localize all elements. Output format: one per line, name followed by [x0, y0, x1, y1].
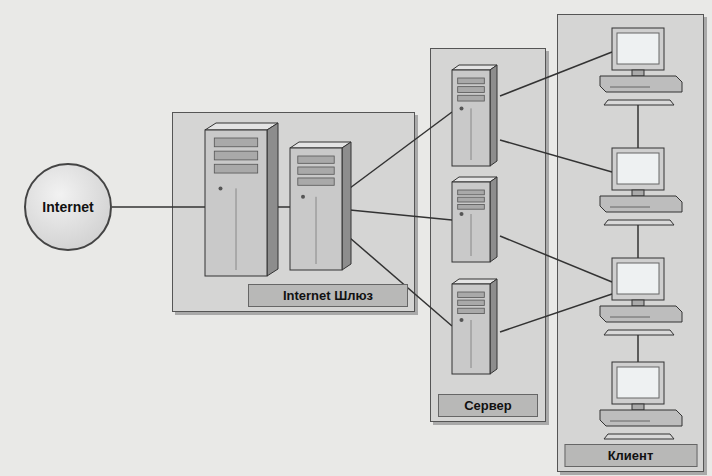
monitor-stand	[632, 190, 644, 196]
screen	[617, 153, 659, 184]
monitor	[612, 258, 664, 300]
panel-label: Клиент	[564, 444, 697, 467]
server-tower	[452, 65, 497, 166]
network-wire	[500, 140, 612, 172]
drive-bay	[458, 78, 485, 84]
case-front	[452, 284, 490, 374]
monitor	[612, 148, 664, 190]
monitor-stand	[632, 70, 644, 76]
network-wire	[637, 225, 639, 258]
network-wire	[637, 335, 639, 362]
power-button	[460, 318, 464, 322]
drive-slot	[610, 87, 650, 88]
case-side	[490, 65, 497, 166]
server-tower	[452, 279, 497, 374]
drive-bay	[458, 95, 485, 101]
case-front	[452, 70, 490, 166]
drive-slot	[610, 207, 650, 208]
power-button	[301, 195, 305, 199]
desktop-case	[600, 306, 682, 322]
network-wire	[350, 238, 452, 326]
case-top	[205, 123, 278, 130]
case-side	[490, 177, 497, 262]
internet-circle: Internet	[24, 163, 112, 251]
case-top	[290, 142, 351, 148]
power-button	[460, 212, 464, 216]
network-wire	[278, 206, 290, 208]
client-computer	[600, 362, 682, 439]
drive-bay	[214, 151, 257, 160]
case-side	[267, 123, 278, 276]
drive-slot	[610, 317, 650, 318]
drive-bay	[214, 138, 257, 147]
panel-label: Сервер	[438, 394, 538, 417]
client-computer	[600, 148, 682, 225]
monitor-stand	[632, 300, 644, 306]
case-side	[490, 279, 497, 374]
panel-label: Internet Шлюз	[248, 284, 408, 307]
drive-slot	[610, 421, 650, 422]
case-side	[342, 142, 351, 270]
panel-seam	[236, 188, 237, 270]
screen	[617, 263, 659, 294]
gateway-server	[290, 142, 351, 270]
drive-bay	[458, 308, 485, 313]
case-front	[290, 148, 342, 270]
panel-seam	[471, 214, 472, 256]
panel-seam	[316, 197, 317, 264]
power-button	[460, 106, 464, 110]
screen	[617, 33, 659, 64]
network-wire	[500, 236, 612, 282]
server-tower	[452, 177, 497, 262]
drive-bay	[458, 197, 485, 202]
network-wire	[500, 52, 612, 96]
drive-bay	[458, 292, 485, 297]
drive-bay	[298, 167, 334, 174]
panel-seam	[471, 108, 472, 160]
desktop-case	[600, 196, 682, 212]
network-link	[112, 206, 172, 208]
power-button	[219, 186, 223, 190]
client-computer	[600, 258, 682, 335]
drive-bay	[298, 156, 334, 163]
node-label: Internet	[42, 199, 93, 215]
keyboard	[604, 100, 674, 105]
keyboard	[604, 434, 674, 439]
drive-bay	[458, 190, 485, 195]
desktop-case	[600, 76, 682, 92]
desktop-case	[600, 410, 682, 426]
drive-bay	[298, 178, 334, 185]
monitor-stand	[632, 404, 644, 410]
network-wire	[350, 210, 452, 220]
keyboard	[604, 220, 674, 225]
drive-bay	[458, 204, 485, 209]
drive-bay	[458, 87, 485, 93]
case-front	[452, 182, 490, 262]
network-wire	[637, 105, 639, 148]
panel-seam	[471, 320, 472, 368]
monitor	[612, 28, 664, 70]
network-wire	[500, 294, 612, 332]
monitor	[612, 362, 664, 404]
client-computer	[600, 28, 682, 105]
drive-bay	[458, 300, 485, 305]
keyboard	[604, 330, 674, 335]
network-wire	[350, 112, 452, 188]
drive-bay	[214, 164, 257, 173]
network-wire	[172, 206, 205, 208]
gateway-server	[205, 123, 278, 276]
case-front	[205, 130, 267, 276]
screen	[617, 367, 659, 398]
